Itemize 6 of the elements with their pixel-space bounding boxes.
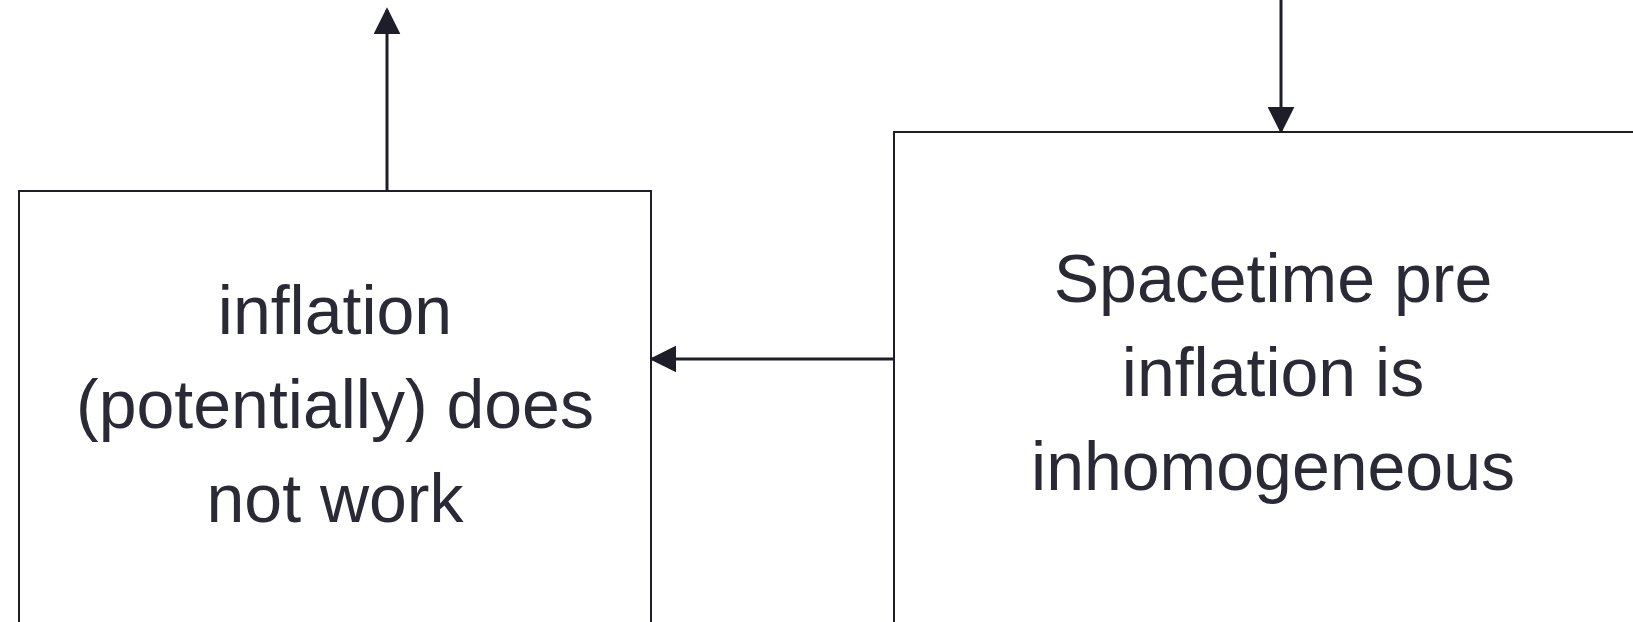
box-text: inflation (potentially) does not work	[75, 271, 595, 538]
arrow	[373, 7, 401, 190]
arrow	[1267, 0, 1295, 134]
process-box	[18, 190, 652, 622]
box-text: Spacetime pre inflation is inhomogeneous	[1030, 239, 1516, 506]
process-box	[893, 131, 1633, 622]
